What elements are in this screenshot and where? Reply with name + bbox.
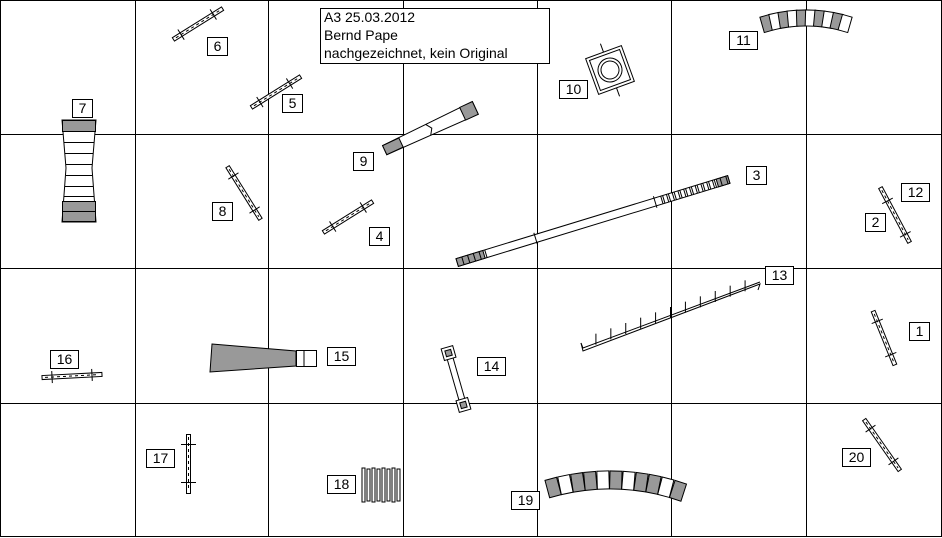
feature-15-wedge [209,343,317,373]
feature-19-arc [544,470,688,502]
label-4: 4 [369,227,390,246]
feature-14-dumbbell [440,345,472,413]
label-6: 6 [207,37,228,56]
svg-text:11: 11 [736,32,751,48]
feature-5-post [249,74,303,110]
svg-text:7: 7 [79,100,87,116]
label-1: 1 [909,322,930,341]
svg-text:19: 19 [518,492,534,508]
label-5: 5 [282,94,303,113]
feature-7-banded-column [61,119,97,223]
svg-text:1: 1 [916,323,924,339]
feature-11-arc [759,9,853,34]
svg-text:20: 20 [849,449,865,465]
label-16: 16 [50,350,79,369]
label-15: 15 [327,347,356,366]
label-3: 3 [746,166,767,185]
info-line-1: A3 25.03.2012 [324,9,415,25]
svg-text:9: 9 [360,153,368,169]
info-box: A3 25.03.2012 Bernd Pape nachgezeichnet,… [320,8,550,64]
svg-text:16: 16 [57,351,73,367]
svg-text:4: 4 [376,228,384,244]
svg-text:17: 17 [153,450,169,466]
feature-10-ring [585,43,635,97]
svg-text:18: 18 [334,476,350,492]
feature-3-ladder [455,175,731,267]
feature-9-beam [381,100,479,156]
info-line-3: nachgezeichnet, kein Original [324,45,508,61]
label-10: 10 [559,80,588,99]
label-18: 18 [327,475,356,494]
feature-2-post [878,186,912,244]
label-9: 9 [353,152,374,171]
label-12: 12 [901,183,930,202]
feature-1-post [870,309,898,367]
label-20: 20 [842,448,871,467]
svg-text:12: 12 [908,184,924,200]
label-17: 17 [146,449,175,468]
feature-18-planks [361,467,401,503]
svg-text:8: 8 [219,203,227,219]
svg-text:14: 14 [484,358,500,374]
svg-text:6: 6 [214,38,222,54]
feature-20-post [861,417,903,473]
info-line-2: Bernd Pape [324,27,398,43]
feature-16-post [41,368,103,384]
feature-8-post [225,164,263,222]
svg-text:2: 2 [872,214,880,230]
label-19: 19 [511,491,540,510]
label-8: 8 [212,202,233,221]
svg-text:13: 13 [772,267,788,283]
number-labels: 1 2 3 4 5 6 7 8 9 10 11 12 13 14 15 16 1… [50,31,930,510]
svg-text:15: 15 [334,348,350,364]
label-13: 13 [765,266,794,285]
svg-text:5: 5 [289,95,297,111]
label-14: 14 [477,357,506,376]
svg-text:10: 10 [566,81,582,97]
feature-13-rail [580,280,761,352]
feature-6-post [171,6,225,42]
feature-4-post [321,199,375,235]
feature-17-post [181,434,196,494]
label-7: 7 [72,99,93,118]
label-11: 11 [729,31,758,50]
label-2: 2 [865,213,886,232]
svg-text:3: 3 [753,167,761,183]
